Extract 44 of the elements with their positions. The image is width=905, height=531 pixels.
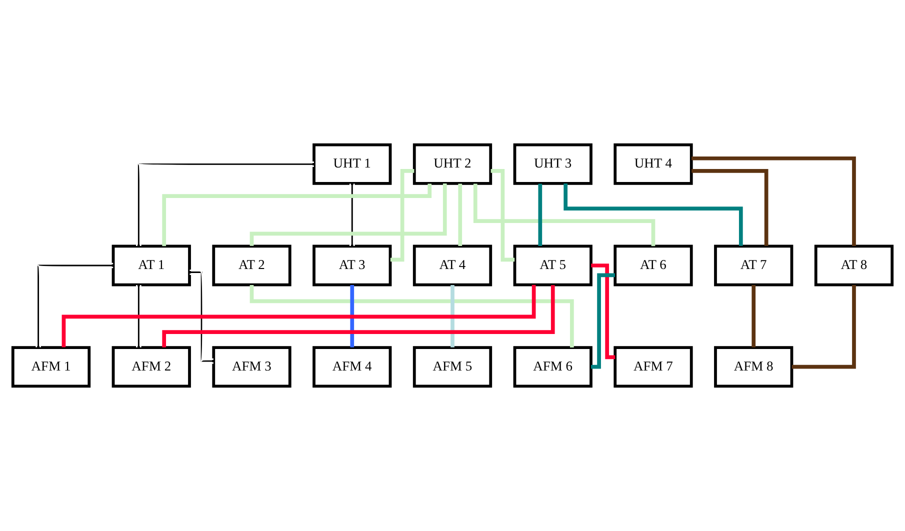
node-box: UHT 1	[312, 143, 392, 185]
node-box: AT 1	[112, 244, 191, 286]
connector	[36, 262, 114, 348]
connector	[136, 285, 142, 348]
node-box: UHT 3	[513, 143, 592, 185]
node-box: AFM 8	[714, 346, 794, 388]
node-box: AFM 1	[11, 346, 91, 388]
node-box: AFM 4	[312, 346, 392, 388]
connector	[792, 285, 856, 369]
node-box: AT 8	[814, 244, 894, 286]
connector	[458, 184, 462, 246]
node-box: AT 5	[513, 244, 592, 286]
connector	[390, 168, 414, 262]
node-box: AFM 5	[412, 346, 492, 388]
connector	[450, 285, 454, 348]
node-box: AT 7	[714, 244, 794, 286]
node-box: AFM 7	[614, 346, 693, 388]
connector	[136, 162, 314, 246]
node-box: AT 4	[412, 244, 492, 286]
connector	[162, 285, 555, 348]
connector	[349, 184, 355, 246]
connector	[591, 273, 615, 369]
connector	[62, 284, 536, 348]
node-box: AT 3	[312, 244, 392, 286]
connector	[591, 264, 616, 360]
connector	[692, 168, 768, 246]
node-box: AT 6	[614, 244, 693, 286]
connector	[564, 184, 743, 246]
connector	[190, 270, 214, 364]
node-box: AT 2	[212, 244, 292, 286]
connector	[752, 285, 756, 348]
connector	[538, 184, 542, 246]
node-box: UHT 2	[412, 143, 492, 185]
connector	[250, 285, 574, 348]
connector	[350, 285, 354, 348]
connector	[691, 156, 856, 246]
connector	[490, 168, 515, 262]
node-box: AFM 6	[513, 346, 592, 388]
node-box: AFM 2	[112, 346, 191, 388]
node-box: AFM 3	[212, 346, 292, 388]
connector	[250, 184, 447, 246]
connector	[473, 184, 656, 246]
connector	[162, 184, 432, 246]
node-box: UHT 4	[614, 143, 693, 185]
